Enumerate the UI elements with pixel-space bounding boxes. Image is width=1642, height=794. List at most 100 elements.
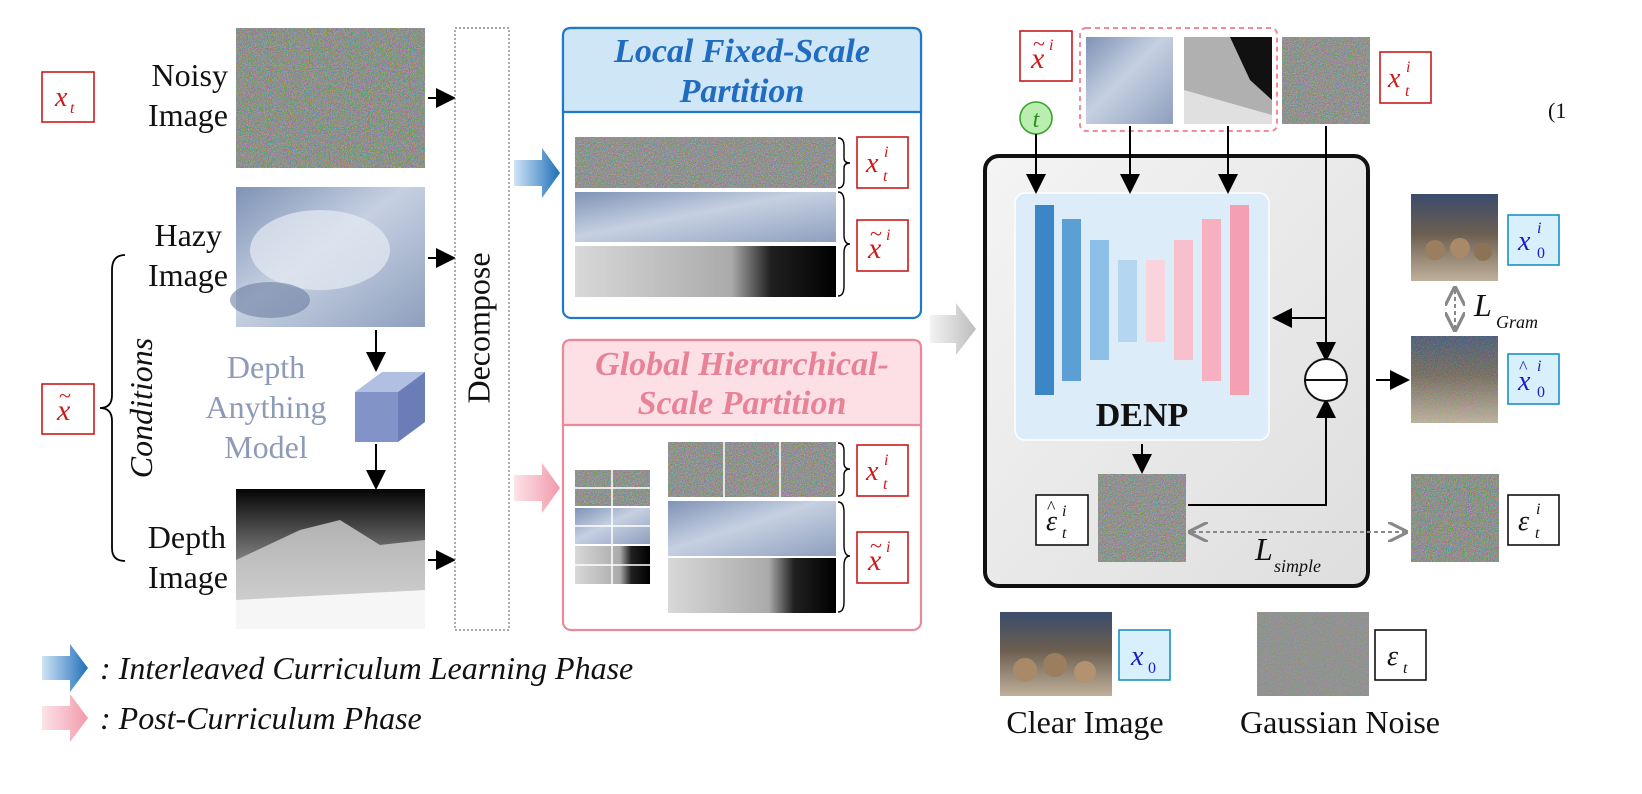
noisy-image [236,28,425,168]
local-brace-xt [837,137,851,189]
clear-image-label: Clear Image [1006,704,1163,740]
gaussian-noise-image [1257,612,1369,696]
svg-text:x: x [1030,42,1045,75]
simple-loss-subscript: simple [1274,556,1321,576]
svg-text:ε: ε [1046,506,1057,537]
svg-text:i: i [1406,59,1410,76]
local-hazy-strip [575,192,836,242]
depth-image-label-line2: Image [148,559,228,595]
local-xti-symbol-box: x i t [856,136,909,189]
output-column: x i 0 L Gram x ^ i 0 ε i t [1192,194,1560,562]
top-hazy-patch [1086,37,1173,124]
svg-text:x: x [865,148,879,179]
bottom-samples: x 0 Clear Image ε t Gaussian Noise [1000,612,1440,740]
legend: : Interleaved Curriculum Learning Phase … [42,644,633,742]
svg-text:t: t [1403,660,1408,677]
svg-text:x: x [1130,641,1144,672]
conditions-brace [99,254,126,562]
noisy-image-label-line1: Noisy [152,57,228,93]
hazy-image-label-line2: Image [148,257,228,293]
pink-phase-arrow [514,463,560,513]
equation-fragment: (1 [1548,98,1566,123]
svg-text:i: i [886,539,890,556]
local-partition-panel: Local Fixed-Scale Partition x i t x ~ i [561,26,923,320]
depth-image [236,489,425,629]
top-depth-patch [1184,37,1272,124]
svg-text:i: i [1536,501,1540,518]
input-column: x t Noisy Image Hazy Image Depth Anythin… [41,27,510,631]
global-xtilde-i-symbol-box: x ~ i [856,531,909,584]
svg-text:x: x [867,232,882,265]
timestep-label: t [1033,107,1041,133]
gram-loss-label: L [1473,287,1492,323]
decompose-label: Decompose [460,252,496,403]
svg-text:i: i [1049,37,1053,54]
svg-text:x: x [865,456,879,487]
svg-text:t: t [883,476,888,493]
xt-symbol-box: x t [41,71,95,123]
global-partition-title-line1: Global Hierarchical- [595,346,889,383]
svg-text:t: t [1062,525,1067,542]
global-partition-panel: Global Hierarchical- Scale Partition x [561,338,923,632]
svg-text:~: ~ [870,533,882,558]
svg-text:x: x [867,544,882,577]
x-tilde-symbol-box: x ~ [41,383,95,435]
global-depth-strip [668,558,836,613]
blue-phase-arrow [514,148,560,198]
arrow-eps-to-subtract [1188,398,1336,506]
unet-decoder-bars [1146,205,1249,395]
svg-text:0: 0 [1537,384,1545,401]
svg-text:^: ^ [1047,497,1056,517]
svg-text:i: i [884,144,888,161]
svg-text:i: i [1537,220,1541,237]
svg-text:0: 0 [1537,245,1545,262]
condition-group-dashed-box [1079,27,1278,132]
local-noisy-strip [575,137,836,188]
local-brace-xtilde [837,191,851,297]
depth-model-label-line2: Anything [206,389,327,425]
predicted-clear-patch [1411,336,1498,423]
global-noisy-strip [668,442,836,497]
noisy-image-label-line2: Image [148,97,228,133]
x0-hat-i-symbol-box: x ^ i 0 [1507,353,1560,405]
x0i-symbol-box: x i 0 [1507,214,1560,266]
depth-model-label-line1: Depth [227,349,305,385]
svg-text:ε: ε [1387,641,1398,672]
top-noisy-patch [1282,37,1370,124]
svg-text:x: x [1517,226,1531,257]
denp-label: DENP [1096,397,1189,434]
legend-pink-arrow [42,694,88,742]
legend-phase1-label: : Interleaved Curriculum Learning Phase [100,650,633,686]
svg-text:~: ~ [1033,31,1045,56]
global-brace-xt [837,442,851,497]
gt-noise-patch [1411,474,1499,562]
unet-encoder-bars [1035,205,1137,395]
eps-t-symbol-box: ε t [1374,629,1427,681]
local-xtilde-i-symbol-box: x ~ i [856,219,909,272]
global-hazy-strip [668,501,836,556]
depth-model-label-line3: Model [224,429,308,465]
global-brace-xtilde [837,501,851,613]
global-small-grid [575,470,650,584]
svg-text:ε: ε [1518,506,1529,537]
denp-module: DENP ε ^ i t L simple [983,126,1410,588]
gram-loss-subscript: Gram [1496,312,1538,332]
global-xti-symbol-box: x i t [856,444,909,497]
svg-text:i: i [884,452,888,469]
hazy-image-label-line1: Hazy [154,217,222,253]
gray-input-arrow [930,303,976,355]
svg-text:t: t [1405,83,1410,100]
svg-text:~: ~ [870,221,882,246]
simple-loss-label: L [1254,531,1273,567]
gaussian-noise-label: Gaussian Noise [1240,704,1440,740]
svg-text:^: ^ [1519,357,1528,377]
local-partition-title-line1: Local Fixed-Scale [613,33,870,70]
svg-text:t: t [1535,525,1540,542]
clear-image [1000,612,1112,696]
hazy-image [230,187,425,327]
svg-text:i: i [886,227,890,244]
global-partition-title-line2: Scale Partition [638,385,847,422]
top-xtilde-i-symbol-box: x ~ i [1019,30,1073,82]
eps-hat-symbol-box: ε ^ i t [1035,494,1089,546]
subtract-operator-icon [1304,358,1348,402]
